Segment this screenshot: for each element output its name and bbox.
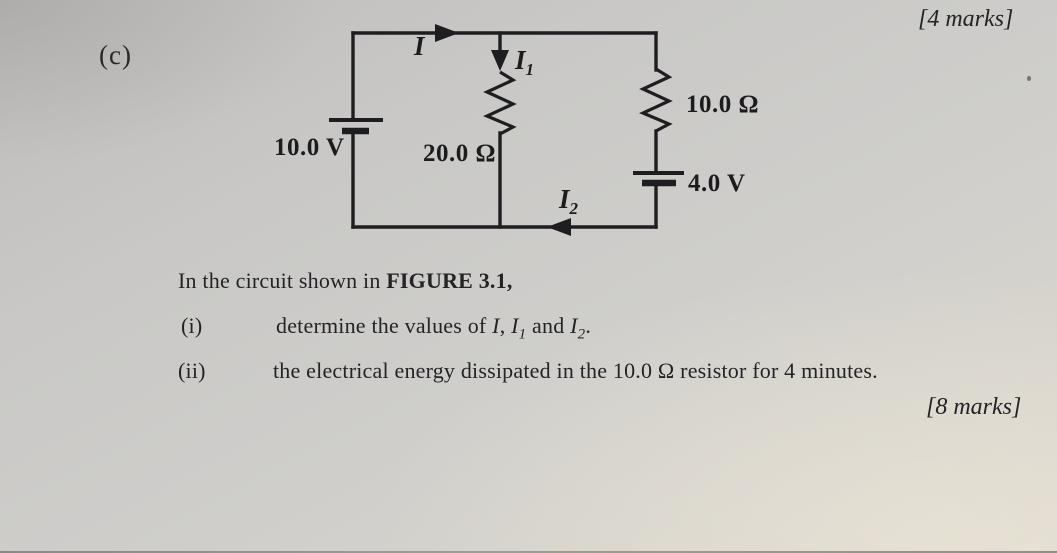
- current-arrow-2: [547, 218, 571, 236]
- question-item-i: (i)determine the values of I, I1 and I2.: [181, 313, 592, 342]
- variable-I2-sub: 2: [577, 326, 586, 343]
- battery-right-label: 4.0 V: [688, 170, 746, 197]
- battery-left-label: 10.0 V: [274, 134, 345, 161]
- item-i-period: .: [585, 313, 592, 338]
- scan-bottom-edge: [0, 551, 1057, 553]
- variable-I1-sub: 1: [518, 326, 527, 343]
- ink-speck: [1027, 76, 1031, 81]
- part-label: (c): [99, 40, 132, 70]
- resistor-mid-label: 20.0 Ω: [423, 140, 496, 167]
- question-item-ii: (ii) the electrical energy dissipated in …: [178, 358, 878, 384]
- variable-I1: I1: [511, 313, 526, 342]
- current-1-sub: 1: [526, 60, 535, 79]
- variable-I1-base: I: [511, 313, 519, 338]
- item-i-text: determine the values of: [276, 313, 493, 338]
- variable-I2: I2: [570, 313, 585, 342]
- question-intro: In the circuit shown in FIGURE 3.1,: [178, 268, 513, 294]
- variable-I2-base: I: [570, 313, 578, 338]
- current-label-2: I2: [558, 184, 579, 218]
- current-1-base: I: [514, 45, 527, 75]
- current-label-main: I: [413, 31, 426, 61]
- item-i-sep2: and: [526, 313, 571, 338]
- marks-top: [4 marks]: [918, 6, 1014, 32]
- intro-text: In the circuit shown in: [178, 268, 387, 293]
- variable-I: I: [492, 313, 500, 338]
- resistor-10ohm: [639, 67, 673, 133]
- current-label-1: I1: [514, 45, 534, 79]
- resistor-right-label: 10.0 Ω: [686, 91, 759, 118]
- current-2-sub: 2: [569, 199, 579, 218]
- current-2-base: I: [558, 184, 571, 214]
- item-i-number: (i): [181, 313, 203, 338]
- current-arrow-main: [435, 24, 459, 42]
- figure-reference: FIGURE 3.1,: [386, 268, 513, 293]
- resistor-20ohm: [483, 70, 517, 136]
- current-arrow-1: [491, 50, 509, 71]
- marks-bottom: [8 marks]: [926, 394, 1022, 420]
- item-i-sep1: ,: [499, 313, 512, 338]
- item-ii-text: the electrical energy dissipated in the …: [273, 358, 878, 383]
- item-ii-number: (ii): [178, 358, 206, 383]
